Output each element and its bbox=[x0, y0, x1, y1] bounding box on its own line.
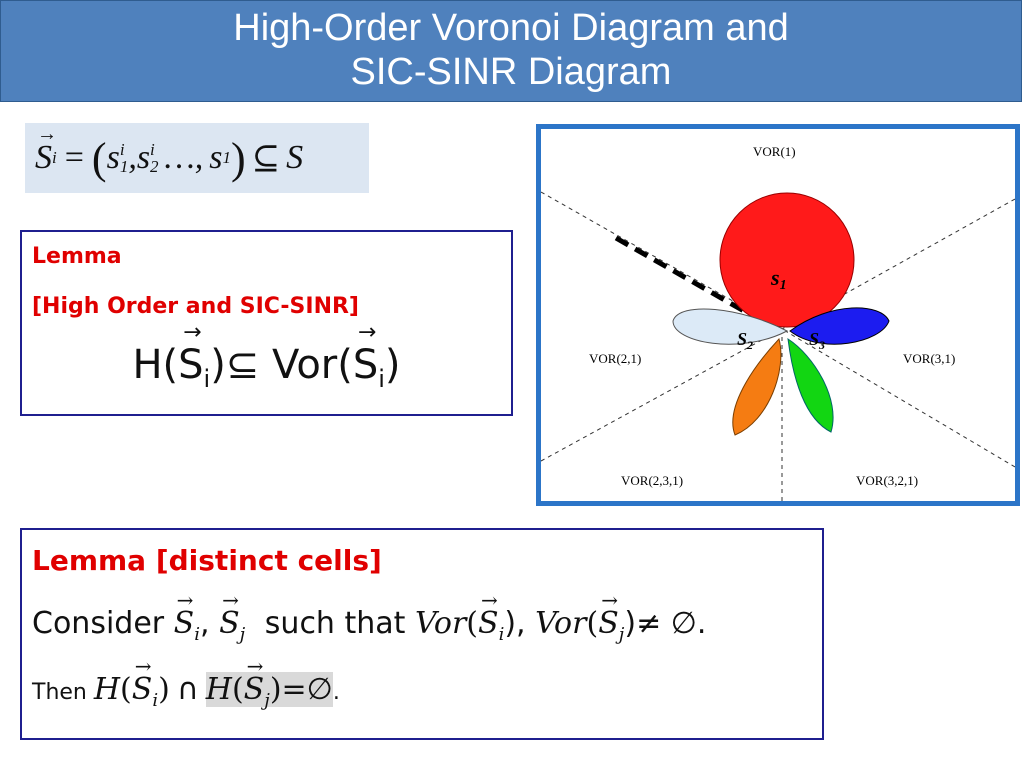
lemma-mid: )⊆ Vor( bbox=[210, 342, 353, 388]
lemma-end: ) bbox=[384, 342, 401, 388]
formula-comma: , bbox=[128, 139, 137, 176]
then-word: Then bbox=[32, 680, 87, 705]
formula-term3-sub: 1 bbox=[222, 148, 232, 167]
formula-term2: s bbox=[136, 139, 151, 176]
cell-s2 bbox=[672, 308, 789, 345]
formula-term1-sup: i bbox=[119, 140, 125, 159]
consider-word: Consider bbox=[32, 606, 165, 641]
lemma-s-vector-2: S bbox=[353, 320, 378, 388]
formula-close-paren: ) bbox=[231, 133, 246, 183]
title-bar: High-Order Voronoi Diagram and SIC-SINR … bbox=[0, 0, 1022, 102]
lemma-distinct-cells-box: Lemma [distinct cells] Consider Si, Sj s… bbox=[20, 528, 824, 740]
formula-term2-sup: i bbox=[150, 140, 155, 159]
lemma-consider-line: Consider Si, Sj such that Vor(Si), Vor(S… bbox=[32, 588, 706, 645]
voronoi-diagram: VOR(1) VOR(2,1) VOR(3,1) VOR(2,3,1) VOR(… bbox=[540, 144, 1016, 501]
formula-term3: s bbox=[209, 139, 223, 176]
lemma-label: Lemma bbox=[32, 244, 122, 269]
station-s2-label: S2 bbox=[737, 329, 753, 352]
label-vor-3-2-1: VOR(3,2,1) bbox=[856, 473, 918, 488]
title-line-1: High-Order Voronoi Diagram and bbox=[233, 7, 789, 49]
cell-s3 bbox=[789, 307, 890, 345]
formula-rhs: S bbox=[286, 139, 304, 176]
boundary-lower-left bbox=[540, 328, 783, 462]
voronoi-diagram-frame: VOR(1) VOR(2,1) VOR(3,1) VOR(2,3,1) VOR(… bbox=[536, 124, 1020, 506]
label-vor-1: VOR(1) bbox=[753, 144, 796, 159]
formula-lhs: S bbox=[35, 123, 57, 177]
formula-term2-sub: 2 bbox=[150, 157, 159, 176]
lemma-statement: H(Si)⊆ Vor(Si) bbox=[22, 320, 511, 393]
station-s1-label: s1 bbox=[770, 265, 787, 293]
boundary-lower-right bbox=[781, 328, 1016, 468]
formula-equals: = bbox=[64, 139, 84, 176]
formula-lhs-sub: i bbox=[52, 148, 57, 167]
lemma-h-open: H( bbox=[132, 342, 179, 388]
formula-box: Si = ( si1 , si2 …, s1 ) ⊆ S bbox=[25, 123, 369, 193]
cell-orange bbox=[732, 337, 782, 436]
formula-term1: s bbox=[106, 139, 120, 176]
lemma-s-sub-2: i bbox=[378, 365, 385, 393]
formula-dots: …, bbox=[164, 139, 204, 176]
title-line-2: SIC-SINR Diagram bbox=[350, 51, 672, 93]
cell-s1 bbox=[719, 192, 855, 328]
lemma-high-order-box: Lemma [High Order and SIC-SINR] H(Si)⊆ V… bbox=[20, 230, 513, 416]
formula-open-paren: ( bbox=[91, 133, 107, 183]
cell-green bbox=[787, 338, 834, 433]
such-that-word: such that bbox=[264, 606, 406, 641]
formula-subseteq: ⊆ bbox=[251, 140, 281, 177]
formula-term1-sub: 1 bbox=[119, 157, 129, 176]
lemma-s-vector: S bbox=[178, 320, 203, 388]
label-vor-2-1: VOR(2,1) bbox=[589, 351, 641, 366]
label-vor-2-3-1: VOR(2,3,1) bbox=[621, 473, 683, 488]
lemma-then-line: Then H(Si) ∩ H(Sj)=∅. bbox=[32, 654, 340, 711]
label-vor-3-1: VOR(3,1) bbox=[903, 351, 955, 366]
lemma-distinct-cells-label: Lemma [distinct cells] bbox=[32, 544, 382, 577]
station-s3-label: S3 bbox=[809, 329, 825, 352]
boundary-upper-left bbox=[540, 191, 783, 330]
lemma-s-sub: i bbox=[203, 365, 211, 393]
lemma-subtitle: [High Order and SIC-SINR] bbox=[32, 294, 359, 319]
